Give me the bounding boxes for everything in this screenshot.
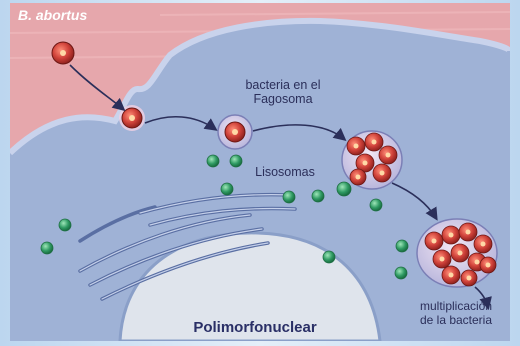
lysosome [207,155,219,167]
lysosome [323,251,335,263]
multiplication-label: multiplicación de la bacteria [404,300,508,328]
multiplying-bacteria [417,219,497,287]
lysosome [221,183,233,195]
lysosome [337,182,351,196]
phagosome [218,115,252,149]
infected-phagosome [342,131,402,189]
arrow-entry [70,65,123,109]
phagosome-label-line2: Fagosoma [222,92,344,106]
lysosome [283,191,295,203]
phagosome-label-line1: bacteria en el [222,78,344,92]
multiplication-label-line2: de la bacteria [404,314,508,328]
phagosome-label: bacteria en el Fagosoma [222,78,344,107]
free-bacterium [52,42,74,64]
species-label: B. abortus [18,7,87,23]
lysosome [370,199,382,211]
cell-type-label: Polimorfonuclear [160,319,350,336]
multiplication-label-line1: multiplicación [404,300,508,314]
lysosome [41,242,53,254]
illustration-panel: B. abortus bacteria en el Fagosoma Lisos… [10,3,510,341]
lysosomes-label: Lisosomas [240,165,330,179]
lysosome [312,190,324,202]
lysosome [59,219,71,231]
lysosome [395,267,407,279]
lysosome [396,240,408,252]
